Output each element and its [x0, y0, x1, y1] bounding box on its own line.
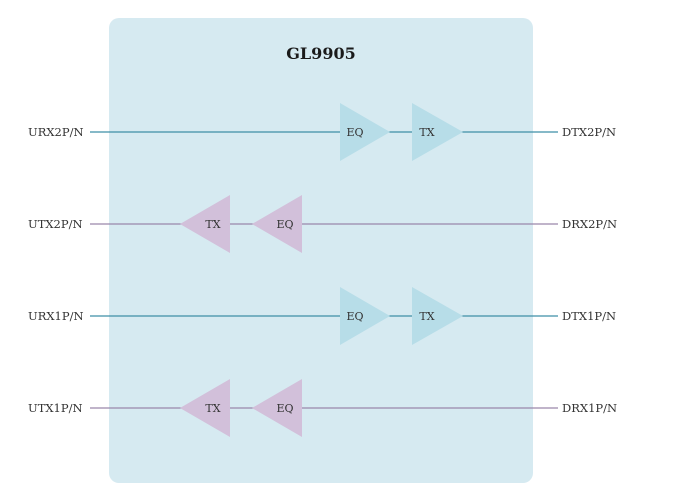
tx-block	[180, 195, 230, 253]
pin-label-left: UTX1P/N	[28, 401, 83, 415]
pin-label-right: DRX1P/N	[562, 401, 618, 415]
eq-block	[340, 287, 390, 345]
eq-block	[340, 103, 390, 161]
tx-block	[412, 103, 463, 161]
pin-label-right: DTX2P/N	[562, 125, 617, 139]
chip-title: GL9905	[286, 44, 356, 63]
tx-label: TX	[419, 310, 434, 323]
chip-body	[109, 18, 533, 483]
tx-label: TX	[205, 218, 220, 231]
tx-block	[180, 379, 230, 437]
eq-label: EQ	[346, 310, 363, 323]
eq-label: EQ	[276, 402, 293, 415]
tx-label: TX	[419, 126, 434, 139]
pin-label-left: URX2P/N	[28, 125, 84, 139]
eq-block	[252, 379, 302, 437]
pin-label-right: DRX2P/N	[562, 217, 618, 231]
eq-block	[252, 195, 302, 253]
tx-block	[412, 287, 463, 345]
eq-label: EQ	[346, 126, 363, 139]
pin-label-left: URX1P/N	[28, 309, 84, 323]
pin-label-left: UTX2P/N	[28, 217, 83, 231]
eq-label: EQ	[276, 218, 293, 231]
pin-label-right: DTX1P/N	[562, 309, 617, 323]
tx-label: TX	[205, 402, 220, 415]
